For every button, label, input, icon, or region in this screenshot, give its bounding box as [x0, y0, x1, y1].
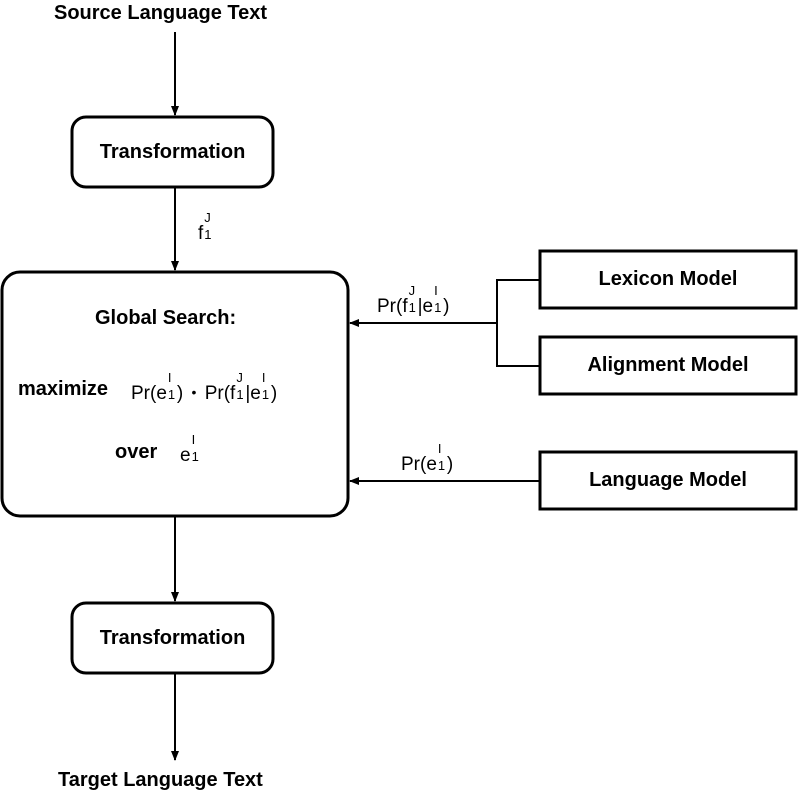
source-language-label: Source Language Text — [54, 2, 268, 24]
top-transformation-box — [70, 115, 275, 189]
lexicon-model-label: Lexicon Model — [598, 268, 738, 290]
over-word: over — [115, 441, 158, 463]
language-model-label: Language Model — [589, 469, 747, 491]
translation-model-bracket — [496, 279, 540, 367]
alignment-model-label: Alignment Model — [587, 354, 749, 376]
lexicon-model-box — [538, 249, 798, 310]
top-transformation-label: Transformation — [99, 140, 246, 163]
global-search-title: Global Search: — [95, 307, 237, 329]
bottom-transformation-box — [70, 601, 275, 675]
target-language-label: Target Language Text — [58, 769, 263, 791]
bottom-transformation-label: Transformation — [99, 626, 246, 649]
maximize-word: maximize — [18, 378, 109, 400]
alignment-model-box — [538, 335, 798, 396]
